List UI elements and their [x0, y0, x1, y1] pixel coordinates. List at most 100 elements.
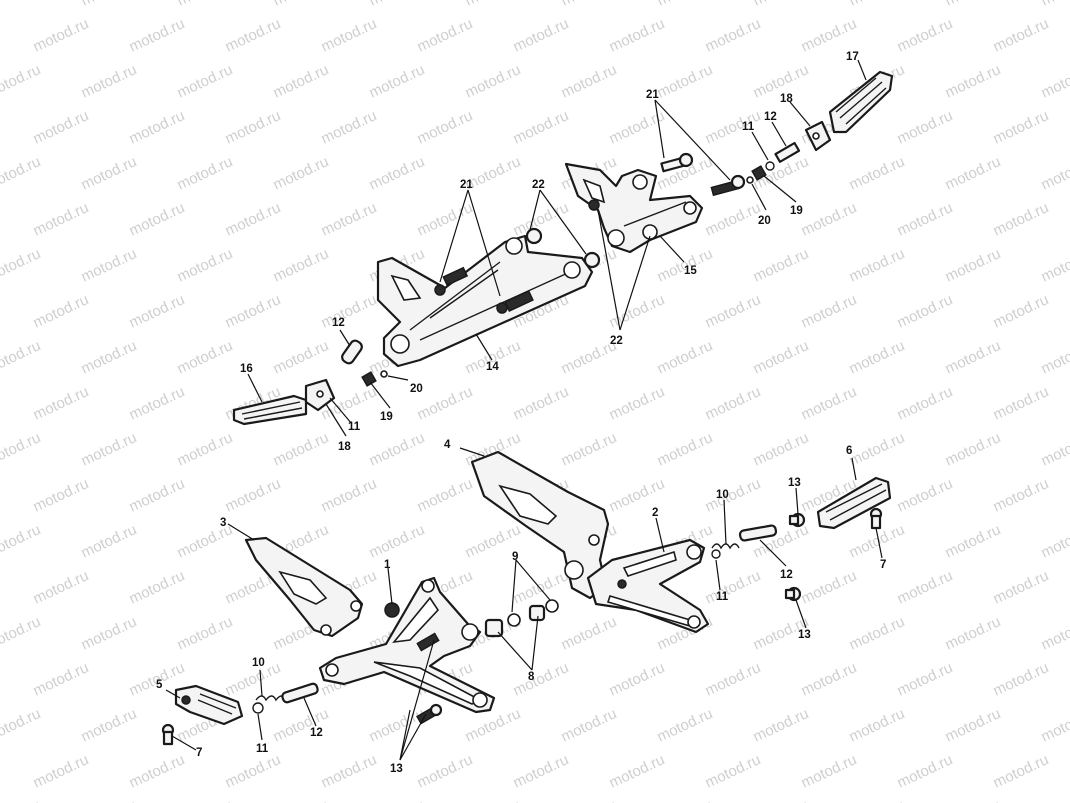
watermark-text: motod.ru [943, 61, 1004, 101]
watermark-text: motod.ru [79, 705, 140, 745]
callout-10-right: 10 [716, 489, 729, 501]
watermark-text: motod.ru [367, 61, 428, 101]
watermark-text: motod.ru [559, 429, 620, 469]
part-10-spring-right [711, 543, 740, 550]
callout-14: 14 [486, 361, 499, 373]
callout-19-right: 19 [790, 205, 803, 217]
watermark-text: motod.ru [895, 15, 956, 55]
watermark-text: motod.ru [847, 245, 908, 285]
watermark-text: motod.ru [895, 199, 956, 239]
watermark-text: motod.ru [751, 705, 812, 745]
watermark-text: motod.ru [1039, 61, 1070, 101]
watermark-text: motod.ru [607, 383, 668, 423]
watermark-text: motod.ru [559, 705, 620, 745]
part-9-washer-a [507, 613, 521, 627]
watermark-text: motod.ru [1039, 429, 1070, 469]
callout-12-right-upper: 12 [764, 111, 777, 123]
watermark-text: motod.ru [31, 15, 92, 55]
watermark-text: motod.ru [511, 567, 572, 607]
part-21-bolt-upper-right-a [660, 152, 694, 173]
watermark-text: motod.ru [0, 429, 43, 469]
part-17-footpeg-right [828, 70, 894, 134]
watermark-text: motod.ru [463, 0, 524, 10]
part-20-ball-left [380, 370, 388, 378]
watermark-text: motod.ru [127, 199, 188, 239]
part-12-pin-right [774, 141, 801, 163]
watermark-text: motod.ru [0, 521, 43, 561]
watermark-text: motod.ru [319, 107, 380, 147]
watermark-text: motod.ru [127, 567, 188, 607]
watermark-text: motod.ru [31, 475, 92, 515]
watermark-text: motod.ru [703, 659, 764, 699]
callout-20-left: 20 [410, 383, 423, 395]
watermark-text: motod.ru [799, 659, 860, 699]
watermark-text: motod.ru [1039, 245, 1070, 285]
watermark-text: motod.ru [943, 337, 1004, 377]
watermark-text: motod.ru [943, 797, 1004, 803]
callout-3: 3 [220, 517, 226, 529]
watermark-text: motod.ru [607, 15, 668, 55]
watermark-text: motod.ru [703, 383, 764, 423]
watermark-text: motod.ru [799, 567, 860, 607]
watermark-text: motod.ru [319, 199, 380, 239]
watermark-text: motod.ru [223, 751, 284, 791]
callout-19-left: 19 [380, 411, 393, 423]
watermark-text: motod.ru [31, 383, 92, 423]
watermark-text: motod.ru [655, 797, 716, 803]
callout-12-left-upper: 12 [332, 317, 345, 329]
part-16-footpeg-left [232, 394, 308, 426]
watermark-text: motod.ru [607, 659, 668, 699]
watermark-text: motod.ru [223, 15, 284, 55]
watermark-text: motod.ru [1039, 521, 1070, 561]
watermark-text: motod.ru [895, 659, 956, 699]
watermark-text: motod.ru [319, 751, 380, 791]
part-21-bolt-upper-right-b [710, 174, 746, 197]
part-7-bolt-left [161, 723, 175, 746]
watermark-text: motod.ru [943, 429, 1004, 469]
callout-7-left: 7 [196, 747, 202, 759]
watermark-text: motod.ru [1039, 613, 1070, 653]
watermark-text: motod.ru [703, 567, 764, 607]
watermark-text: motod.ru [175, 337, 236, 377]
watermark-text: motod.ru [175, 0, 236, 10]
watermark-text: motod.ru [655, 429, 716, 469]
callout-6: 6 [846, 445, 852, 457]
watermark-text: motod.ru [415, 475, 476, 515]
watermark-text: motod.ru [367, 153, 428, 193]
watermark-text: motod.ru [0, 705, 43, 745]
part-11-clip-left-lower [252, 702, 264, 714]
watermark-text: motod.ru [1039, 153, 1070, 193]
watermark-text: motod.ru [463, 61, 524, 101]
part-11-clip-right [765, 161, 775, 171]
watermark-text: motod.ru [367, 705, 428, 745]
watermark-text: motod.ru [751, 429, 812, 469]
watermark-text: motod.ru [559, 613, 620, 653]
watermark-text: motod.ru [943, 245, 1004, 285]
watermark-text: motod.ru [703, 15, 764, 55]
watermark-text: motod.ru [175, 429, 236, 469]
watermark-text: motod.ru [799, 291, 860, 331]
watermark-text: motod.ru [31, 659, 92, 699]
watermark-text: motod.ru [511, 15, 572, 55]
callout-labels: 1 2 3 4 5 6 7 7 8 9 10 10 11 11 11 11 12… [156, 51, 886, 775]
watermark-text: motod.ru [895, 107, 956, 147]
callout-11-left-lower: 11 [256, 743, 269, 755]
watermark-text: motod.ru [127, 107, 188, 147]
watermark-text: motod.ru [895, 291, 956, 331]
callout-21-left: 21 [460, 179, 473, 191]
part-13-bolt-right-a [788, 512, 806, 528]
watermark-text: motod.ru [1039, 797, 1070, 803]
watermark-text: motod.ru [415, 383, 476, 423]
watermark-text: motod.ru [991, 107, 1052, 147]
watermark-text: motod.ru [703, 751, 764, 791]
watermark-text: motod.ru [559, 61, 620, 101]
part-12-pin-left-lower [281, 682, 319, 704]
callout-2: 2 [652, 507, 658, 519]
part-13-bolt-lower [416, 703, 443, 725]
watermark-text: motod.ru [271, 705, 332, 745]
watermark-text: motod.ru [895, 383, 956, 423]
watermark-text: motod.ru [895, 475, 956, 515]
part-7-bolt-right [869, 507, 883, 530]
watermark-text: motod.ru [319, 475, 380, 515]
watermark-text: motod.ru [223, 291, 284, 331]
